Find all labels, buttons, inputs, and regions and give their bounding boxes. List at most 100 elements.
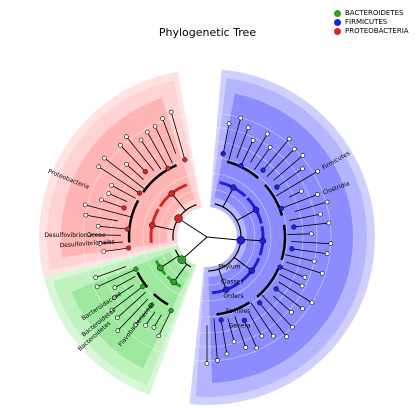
branch-leaf-firmicutes-1	[228, 117, 242, 161]
node-leaf-firmicutes-4	[264, 131, 270, 137]
node-leaf-proteobacteria-13	[124, 134, 129, 140]
node-family-firmicutes-15	[291, 224, 297, 230]
node-leaf-proteobacteria-4	[83, 212, 89, 218]
level-label-classes: Classes	[221, 278, 244, 285]
node-leaf-bacteroidetes-4	[115, 328, 121, 333]
branch-leaf-proteobacteria-18	[170, 111, 186, 160]
branch-leaf-firmicutes-19	[285, 254, 315, 262]
arc-order-proteobacteria-0	[127, 199, 140, 243]
node-leaf-firmicutes-1	[238, 115, 244, 121]
node-leaf-firmicutes-12	[315, 192, 320, 197]
node-phylum-firmicutes	[236, 236, 246, 245]
branch-leaf-bacteroidetes-6	[111, 286, 144, 311]
level-ring-1	[158, 188, 256, 286]
node-leaf-proteobacteria-11	[124, 162, 129, 167]
node-leaf-bacteroidetes-3	[133, 322, 138, 328]
branch-leaf-firmicutes-8	[273, 155, 304, 181]
node-leaf-bacteroidetes-5	[114, 315, 120, 321]
arc-order-proteobacteria-1	[142, 164, 178, 193]
branch-leaf-firmicutes-22	[279, 273, 303, 287]
branch-leaf-firmicutes-29	[249, 313, 263, 337]
branch-leaf-firmicutes-32	[227, 318, 235, 342]
legend-item-bacteroidetes: BACTEROIDETES	[334, 9, 409, 18]
node-leaf-proteobacteria-5	[82, 202, 88, 208]
branch-class-firmicutes-3	[233, 257, 253, 272]
node-leaf-firmicutes-33	[224, 351, 230, 357]
node-leaf-bacteroidetes-10	[93, 275, 98, 280]
node-leaf-firmicutes-35	[204, 361, 210, 366]
node-family-firmicutes-21	[277, 264, 283, 270]
branch-leaf-firmicutes-4	[250, 133, 268, 163]
node-class-firmicutes-0	[230, 184, 237, 191]
branch-leaf-proteobacteria-1	[99, 241, 123, 244]
branch-leaf-firmicutes-15	[293, 222, 329, 228]
branch-class-proteobacteria-0	[152, 224, 174, 231]
branch-leaf-firmicutes-27	[259, 302, 288, 337]
branch-leaf-firmicutes-16	[287, 233, 312, 235]
branch-leaf-proteobacteria-16	[154, 126, 173, 164]
node-leaf-firmicutes-0	[226, 121, 232, 127]
branch-leaf-bacteroidetes-10	[95, 266, 127, 278]
node-class-firmicutes-3	[248, 267, 255, 274]
node-class-firmicutes-4	[222, 286, 230, 293]
node-leaf-firmicutes-22	[299, 283, 305, 289]
node-class-firmicutes-1	[252, 206, 260, 214]
branch-class-bacteroidetes-1	[160, 255, 179, 269]
node-family-firmicutes-9	[274, 184, 280, 190]
branch-leaf-proteobacteria-6	[101, 199, 125, 209]
branch-leaf-firmicutes-9	[276, 168, 303, 188]
branch-leaf-proteobacteria-3	[98, 225, 128, 230]
branch-leaf-firmicutes-23	[278, 281, 313, 304]
level-label-orders: Orders	[223, 293, 243, 300]
branch-leaf-firmicutes-28	[250, 302, 274, 337]
branch-root-proteobacteria	[178, 218, 208, 238]
node-leaf-proteobacteria-2	[86, 232, 92, 238]
arc-order-bacteroidetes-1	[136, 271, 149, 288]
branch-leaf-proteobacteria-9	[98, 166, 140, 194]
level-label-families: Families	[226, 308, 250, 315]
node-leaf-firmicutes-13	[324, 199, 330, 205]
node-class-bacteroidetes-0	[170, 278, 177, 286]
node-leaf-bacteroidetes-2	[143, 323, 148, 328]
node-leaf-firmicutes-11	[298, 188, 304, 194]
branch-root-firmicutes	[206, 236, 241, 241]
branch-leaf-proteobacteria-13	[126, 136, 155, 172]
node-leaf-firmicutes-9	[300, 166, 305, 172]
branch-leaf-proteobacteria-17	[162, 118, 177, 154]
node-leaf-proteobacteria-17	[160, 116, 165, 121]
branch-leaf-firmicutes-31	[234, 316, 247, 348]
branch-leaf-bacteroidetes-2	[145, 311, 156, 326]
arc-order-firmicutes-1	[264, 183, 284, 216]
node-family-proteobacteria-12	[142, 169, 148, 175]
node-leaf-firmicutes-3	[250, 137, 256, 143]
branch-leaf-firmicutes-3	[240, 140, 254, 166]
branch-leaf-firmicutes-24	[275, 288, 303, 310]
node-family-bacteroidetes-3	[148, 302, 154, 309]
node-leaf-proteobacteria-15	[144, 129, 150, 135]
node-leaf-proteobacteria-16	[152, 123, 158, 129]
branch-leaf-proteobacteria-15	[146, 131, 169, 169]
branch-leaf-proteobacteria-2	[89, 234, 121, 236]
clade-sector-inner-bacteroidetes	[71, 251, 190, 369]
branch-leaf-proteobacteria-4	[85, 214, 118, 222]
node-class-proteobacteria-1	[168, 190, 176, 197]
branch-leaf-firmicutes-34	[213, 318, 218, 361]
node-leaf-firmicutes-2	[245, 125, 251, 130]
legend-swatch-firmicutes	[334, 19, 341, 26]
branch-leaf-firmicutes-18	[291, 248, 328, 255]
branch-leaf-firmicutes-26	[261, 294, 293, 328]
arc-order-firmicutes-2	[280, 224, 287, 261]
node-leaf-firmicutes-14	[318, 211, 323, 217]
node-leaf-firmicutes-29	[259, 333, 265, 339]
level-ring-3	[126, 156, 288, 318]
node-leaf-firmicutes-16	[309, 231, 314, 237]
node-leaf-firmicutes-25	[289, 309, 294, 315]
branch-leaf-bacteroidetes-1	[153, 314, 162, 328]
node-family-proteobacteria-0	[125, 245, 132, 251]
node-leaf-proteobacteria-10	[102, 155, 107, 161]
arc-order-bacteroidetes-0	[152, 293, 169, 306]
node-leaf-firmicutes-31	[243, 345, 249, 350]
node-class-firmicutes-2	[259, 237, 267, 245]
chart-title: Phylogenetic Tree	[158, 26, 257, 39]
